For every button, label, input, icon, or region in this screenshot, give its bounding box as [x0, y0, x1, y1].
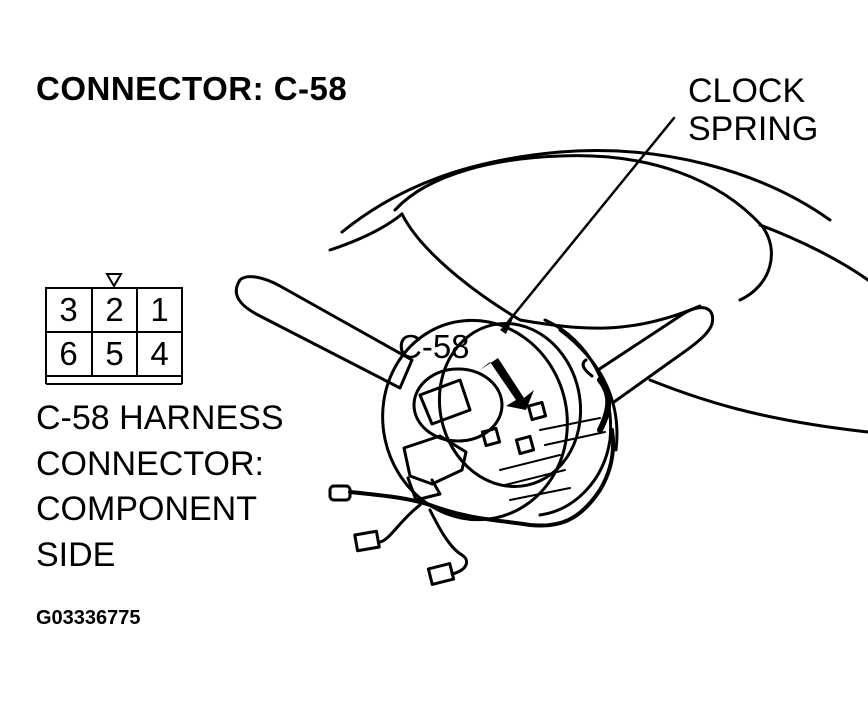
- figure-code: G03336775: [36, 607, 141, 629]
- clock-spring-label: CLOCK SPRING: [688, 72, 818, 148]
- wire-harness: [348, 428, 616, 528]
- terminal-plug-2: [353, 529, 381, 553]
- connector-callout: C-58: [398, 328, 470, 365]
- pin-6: 6: [59, 335, 78, 372]
- description-line1: C-58 HARNESS: [36, 399, 284, 437]
- pin1-indicator-triangle: [105, 273, 123, 288]
- clock-spring-label-line2: SPRING: [688, 110, 819, 148]
- instrument-panel-outline: [340, 149, 832, 234]
- pin-1: 1: [150, 291, 169, 328]
- c58-arrow: [480, 358, 534, 410]
- description-line3: COMPONENT: [36, 490, 257, 528]
- pin-4: 4: [150, 335, 169, 372]
- pin-2: 2: [105, 291, 124, 328]
- instrument-panel-outer: [393, 154, 773, 302]
- terminal-plug-3: [426, 562, 456, 586]
- pin-3: 3: [59, 291, 78, 328]
- harness-connector-body: [402, 434, 468, 486]
- clock-spring-leader: [506, 116, 676, 324]
- right-lever: [596, 306, 715, 404]
- pin-grid: 3 2 1 6 5 4: [46, 288, 182, 384]
- connector-title: CONNECTOR: C-58: [36, 70, 348, 107]
- left-lever: [234, 275, 414, 390]
- clock-spring-body: [381, 318, 569, 522]
- pin-5: 5: [105, 335, 124, 372]
- pin-grid-frame: [45, 287, 183, 385]
- description-line2: CONNECTOR:: [36, 444, 264, 483]
- description-line4: SIDE: [36, 535, 116, 574]
- connector-description: C-58 HARNESS CONNECTOR: COMPONENT SIDE: [36, 396, 284, 578]
- terminal-plug-1: [328, 484, 352, 502]
- clock-spring-label-line1: CLOCK: [688, 72, 806, 110]
